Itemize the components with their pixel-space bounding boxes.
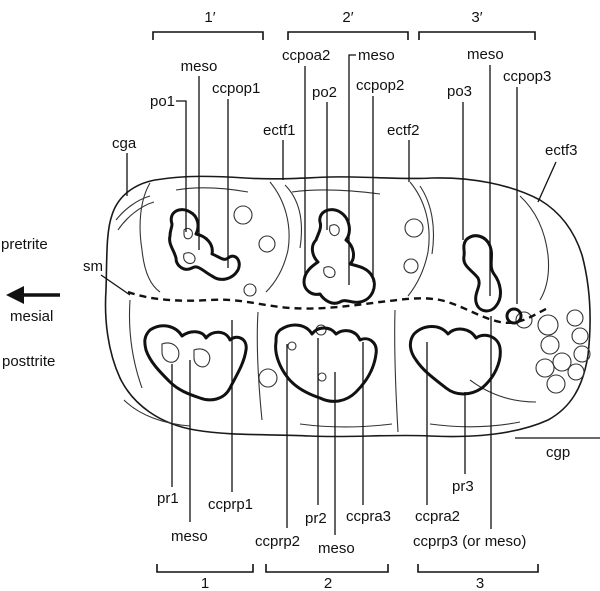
bracket-bottom-2 (265, 564, 389, 573)
label-cga: cga (112, 135, 137, 152)
label-mesial: mesial (10, 308, 53, 325)
label-ccpra3: ccpra3 (346, 508, 391, 525)
label-meso-2-bottom: meso (318, 540, 355, 557)
group-label-bottom-3: 3 (476, 575, 484, 591)
label-po2: po2 (312, 84, 337, 101)
label-posttrite: posttrite (2, 353, 55, 370)
label-ccpoa2: ccpoa2 (282, 47, 330, 64)
bracket-top-1 (152, 31, 264, 40)
label-ccprp3: ccprp3 (or meso) (413, 533, 526, 550)
leader-ectf3 (537, 161, 557, 203)
lophid-2-posttrite (274, 323, 378, 403)
label-ccpop3: ccpop3 (503, 68, 551, 85)
group-label-bottom-2: 2 (324, 575, 332, 591)
label-ccpop2: ccpop2 (356, 77, 404, 94)
lophid-3-pretrite (462, 234, 502, 313)
group-label-top-2: 2′ (342, 9, 353, 26)
posterior-cusplets (515, 309, 591, 394)
label-meso-1-bottom: meso (171, 528, 208, 545)
lophid-1-posttrite (143, 324, 248, 402)
bracket-top-3 (418, 31, 536, 40)
group-label-top-3: 3′ (471, 9, 482, 26)
bracket-top-2 (287, 31, 409, 40)
label-sm: sm (83, 258, 103, 275)
label-meso-2-top: meso (358, 47, 395, 64)
label-po3: po3 (447, 83, 472, 100)
label-ectf1: ectf1 (263, 122, 296, 139)
label-ccprp1: ccprp1 (208, 496, 253, 513)
mesial-arrow-icon (6, 286, 60, 304)
group-label-bottom-1: 1 (201, 575, 209, 591)
lophid-3-posttrite (408, 307, 523, 396)
lophid-2-pretrite (302, 208, 376, 305)
label-cgp: cgp (546, 444, 570, 461)
label-ectf3: ectf3 (545, 142, 578, 159)
tooth-crown (104, 175, 591, 438)
label-pr2: pr2 (305, 510, 327, 527)
leader-meso-2-top (348, 54, 356, 285)
group-label-top-1: 1′ (204, 9, 215, 26)
label-ccpra2: ccpra2 (415, 508, 460, 525)
label-pr1: pr1 (157, 490, 179, 507)
label-pr3: pr3 (452, 478, 474, 495)
bracket-bottom-3 (417, 564, 539, 573)
label-meso-1-top: meso (181, 58, 218, 75)
bracket-bottom-1 (156, 564, 254, 573)
label-meso-3-top: meso (467, 46, 504, 63)
label-ccpop1: ccpop1 (212, 80, 260, 97)
label-ectf2: ectf2 (387, 122, 420, 139)
leader-sm (100, 274, 131, 296)
label-ccprp2: ccprp2 (255, 533, 300, 550)
label-po1: po1 (150, 93, 175, 110)
lophid-1-pretrite (168, 208, 241, 281)
sagittal-midline (127, 290, 549, 324)
label-pretrite: pretrite (1, 236, 48, 253)
leader-po1 (176, 100, 187, 232)
